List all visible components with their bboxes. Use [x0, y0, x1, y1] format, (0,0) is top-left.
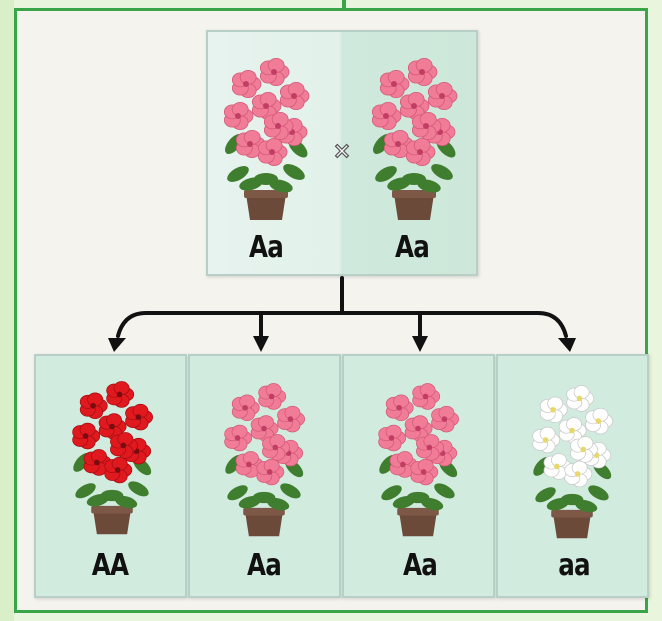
arrowhead-1 [108, 338, 126, 352]
offspring-red-flower [62, 368, 162, 538]
offspring-genotype-3: Aa [395, 548, 444, 583]
offspring-pink-flower-1 [214, 370, 314, 540]
offspring-white-flower [522, 372, 622, 542]
offspring-genotype-4: aa [549, 548, 598, 583]
arrowhead-3 [412, 336, 428, 352]
offspring-genotype-1: AA [84, 548, 136, 583]
arrowhead-4 [558, 338, 576, 352]
arrow-bar [118, 313, 566, 336]
offspring-pink-flower-2 [368, 370, 468, 540]
offspring-genotype-2: Aa [239, 548, 288, 583]
arrowhead-2 [253, 336, 269, 352]
